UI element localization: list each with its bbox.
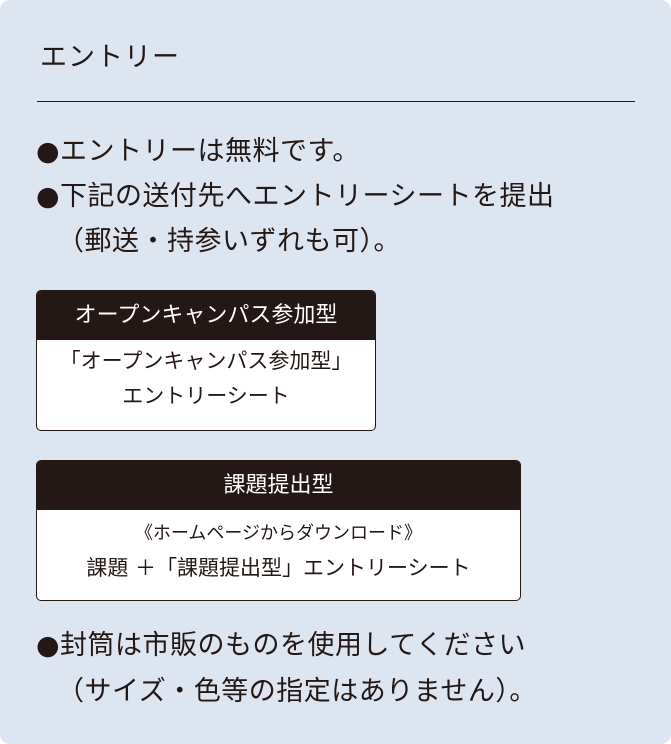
submission-note-line-2: （郵送・持参いずれも可）。 bbox=[57, 226, 401, 257]
download-note: 《ホームページからダウンロード》 bbox=[134, 523, 423, 544]
envelope-note-line-1: ●封筒は市販のものを使用してください bbox=[36, 630, 526, 661]
open-campus-body-line-1: 「オープンキャンパス参加型」 bbox=[59, 349, 353, 373]
section-heading: エントリー bbox=[40, 42, 180, 73]
entry-free-note: ●エントリーは無料です。 bbox=[36, 136, 360, 167]
open-campus-box-body: 「オープンキャンパス参加型」 エントリーシート bbox=[37, 340, 375, 414]
assignment-box-body: 《ホームページからダウンロード》 課題 ＋「課題提出型」エントリーシート bbox=[37, 510, 520, 586]
envelope-note-line-2: （サイズ・色等の指定はありません）。 bbox=[57, 676, 537, 707]
open-campus-box: オープンキャンパス参加型 「オープンキャンパス参加型」 エントリーシート bbox=[36, 290, 376, 431]
open-campus-box-header: オープンキャンパス参加型 bbox=[37, 291, 375, 340]
assignment-body-line: 課題 ＋「課題提出型」エントリーシート bbox=[86, 556, 471, 580]
assignment-box: 課題提出型 《ホームページからダウンロード》 課題 ＋「課題提出型」エントリーシ… bbox=[36, 460, 521, 601]
assignment-box-header: 課題提出型 bbox=[37, 461, 520, 510]
submission-note-line-1: ●下記の送付先へエントリーシートを提出 bbox=[36, 181, 555, 212]
open-campus-body-line-2: エントリーシート bbox=[122, 384, 290, 408]
heading-divider bbox=[37, 101, 635, 102]
